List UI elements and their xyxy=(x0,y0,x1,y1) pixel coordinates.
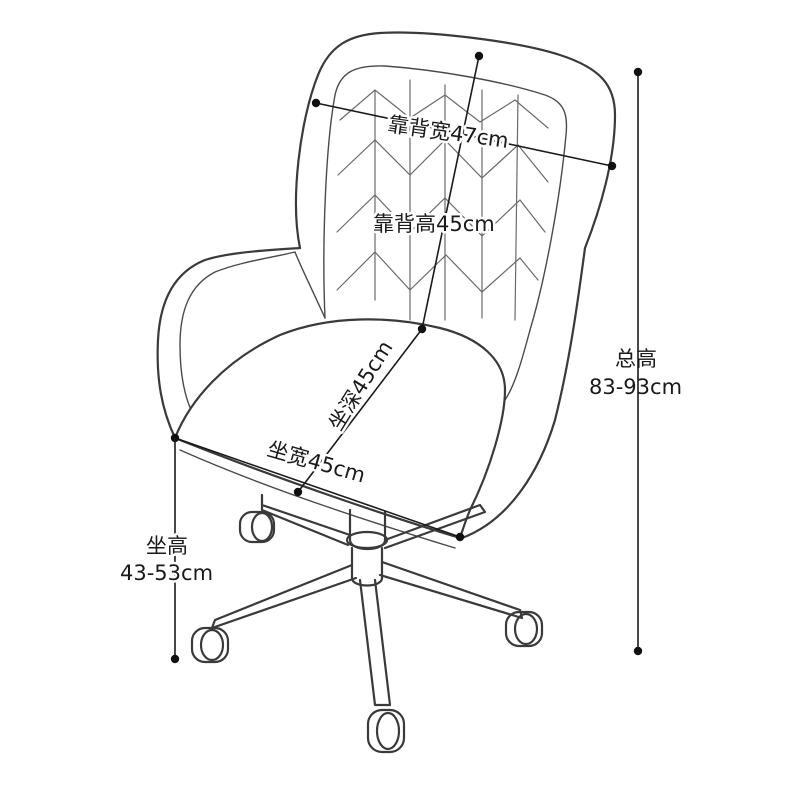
dimension-lines xyxy=(170,51,643,664)
caster-front-right xyxy=(504,610,544,648)
left-armrest-inner xyxy=(179,251,326,419)
caster-back-left xyxy=(238,510,276,544)
right-armrest-inner xyxy=(504,329,531,401)
seat-cushion xyxy=(173,318,507,540)
total-height-end-bottom xyxy=(633,646,643,656)
seat-depth-line xyxy=(297,328,423,493)
right-armrest xyxy=(460,246,587,540)
backrest-width-label: 靠背宽47cm xyxy=(386,112,510,153)
caster-wheels xyxy=(190,510,544,754)
backrest-inner-panel xyxy=(323,65,568,331)
backrest-height-label: 靠背高45cm xyxy=(373,212,495,236)
backrest-outer xyxy=(294,31,617,250)
seat-height-end-bottom xyxy=(170,654,180,664)
backrest-width-end-left xyxy=(311,98,321,108)
seat-width-end-right xyxy=(455,532,465,542)
total-height-value: 83-93cm xyxy=(589,375,682,399)
caster-front xyxy=(366,708,406,754)
seat-height-title: 坐高 xyxy=(146,534,188,558)
seat-height-value: 43-53cm xyxy=(120,561,213,585)
seat-depth-end xyxy=(293,487,303,497)
left-armrest xyxy=(156,246,302,440)
star-base xyxy=(210,493,524,707)
seat-front-edge xyxy=(179,449,456,549)
total-height-end-top xyxy=(633,67,643,77)
seat-width-line xyxy=(174,437,461,538)
backrest-height-end-top xyxy=(474,51,484,61)
caster-front-left xyxy=(190,626,230,664)
backrest-width-end-right xyxy=(607,161,617,171)
backrest-width-line xyxy=(315,102,613,167)
chair-illustration xyxy=(156,31,617,754)
total-height-title: 总高 xyxy=(615,347,657,371)
backrest-quilting xyxy=(336,79,549,321)
backrest-height-line xyxy=(421,55,480,330)
